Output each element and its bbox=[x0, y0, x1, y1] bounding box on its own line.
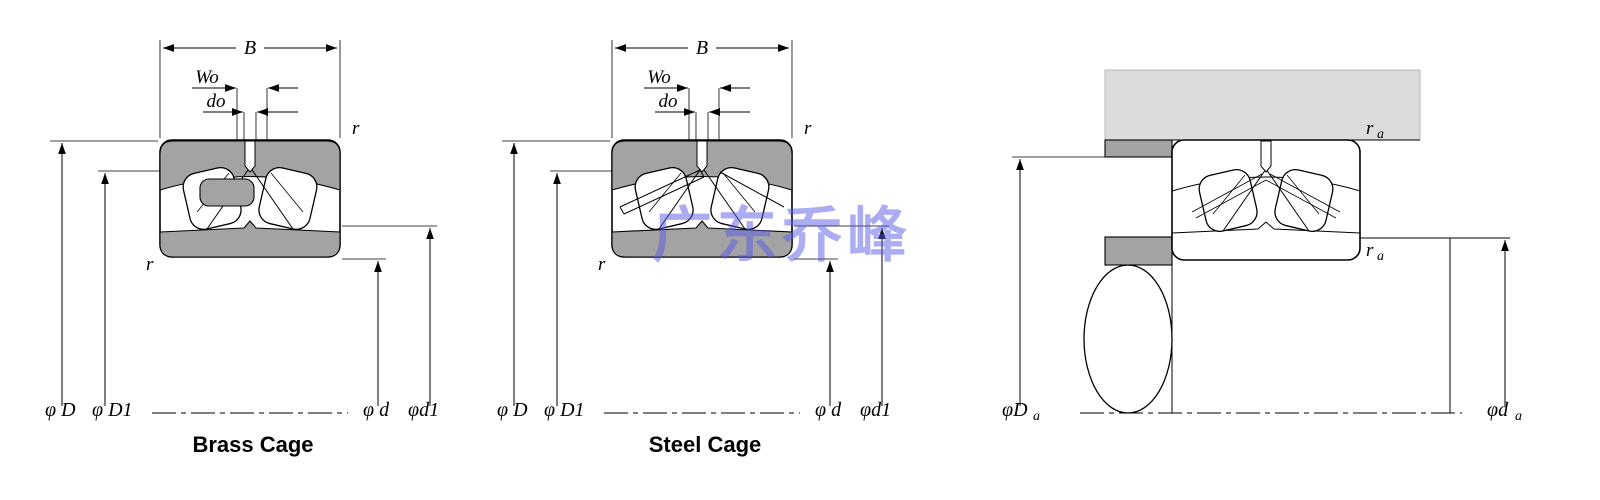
outer-raceway-line bbox=[1171, 176, 1361, 192]
label-phi-d: φ d bbox=[815, 399, 842, 421]
cage-strips bbox=[1191, 173, 1341, 219]
watermark-text: 广东乔峰 bbox=[652, 201, 912, 271]
steel-cage-diagram: B Wo do r r φ D φ D1 φ d φd1 Steel Cage bbox=[497, 37, 891, 457]
caption-brass-cage: Brass Cage bbox=[192, 432, 313, 457]
label-phi-Da-sub: a bbox=[1033, 409, 1040, 424]
label-r-bottom: r bbox=[146, 254, 154, 275]
shaft-end-curve bbox=[1083, 264, 1173, 414]
steel-cage-strips bbox=[619, 169, 785, 215]
label-ra-bottom-sub: a bbox=[1377, 249, 1384, 264]
label-B: B bbox=[696, 37, 708, 59]
brass-cage-diagram: B Wo do r r φ D φ D1 φ d φd1 Brass Cage bbox=[45, 37, 439, 457]
slot bbox=[1260, 140, 1272, 173]
label-phi-D1: φ D1 bbox=[92, 399, 133, 421]
shaft-shoulder bbox=[1104, 236, 1173, 266]
label-phi-D: φ D bbox=[45, 399, 76, 421]
label-phi-d1: φd1 bbox=[860, 399, 891, 421]
label-r-bottom: r bbox=[598, 254, 606, 275]
label-phi-Da: φD bbox=[1002, 399, 1028, 421]
label-Wo: Wo bbox=[647, 67, 671, 88]
label-phi-d: φ d bbox=[363, 399, 390, 421]
label-phi-D: φ D bbox=[497, 399, 528, 421]
label-phi-da: φd bbox=[1487, 399, 1509, 421]
label-ra-bottom: r bbox=[1366, 240, 1374, 261]
steel-cage-strip-left bbox=[619, 169, 705, 215]
inner-ring-line bbox=[1171, 221, 1361, 234]
label-phi-d1: φd1 bbox=[408, 399, 439, 421]
brass-cage-block bbox=[199, 178, 255, 207]
label-do: do bbox=[207, 91, 226, 112]
label-r-top: r bbox=[804, 118, 812, 139]
label-phi-D1: φ D1 bbox=[544, 399, 585, 421]
housing-shoulder bbox=[1104, 139, 1173, 158]
label-B: B bbox=[244, 37, 256, 59]
steel-cage-strip-right bbox=[719, 171, 785, 208]
caption-steel-cage: Steel Cage bbox=[649, 432, 762, 457]
mounted-diagram: r a r a φD a φd a bbox=[1002, 69, 1522, 424]
label-do: do bbox=[659, 91, 678, 112]
label-r-top: r bbox=[352, 118, 360, 139]
label-phi-da-sub: a bbox=[1515, 409, 1522, 424]
label-ra-top-sub: a bbox=[1377, 127, 1384, 142]
label-Wo: Wo bbox=[195, 67, 219, 88]
label-ra-top: r bbox=[1366, 118, 1374, 139]
